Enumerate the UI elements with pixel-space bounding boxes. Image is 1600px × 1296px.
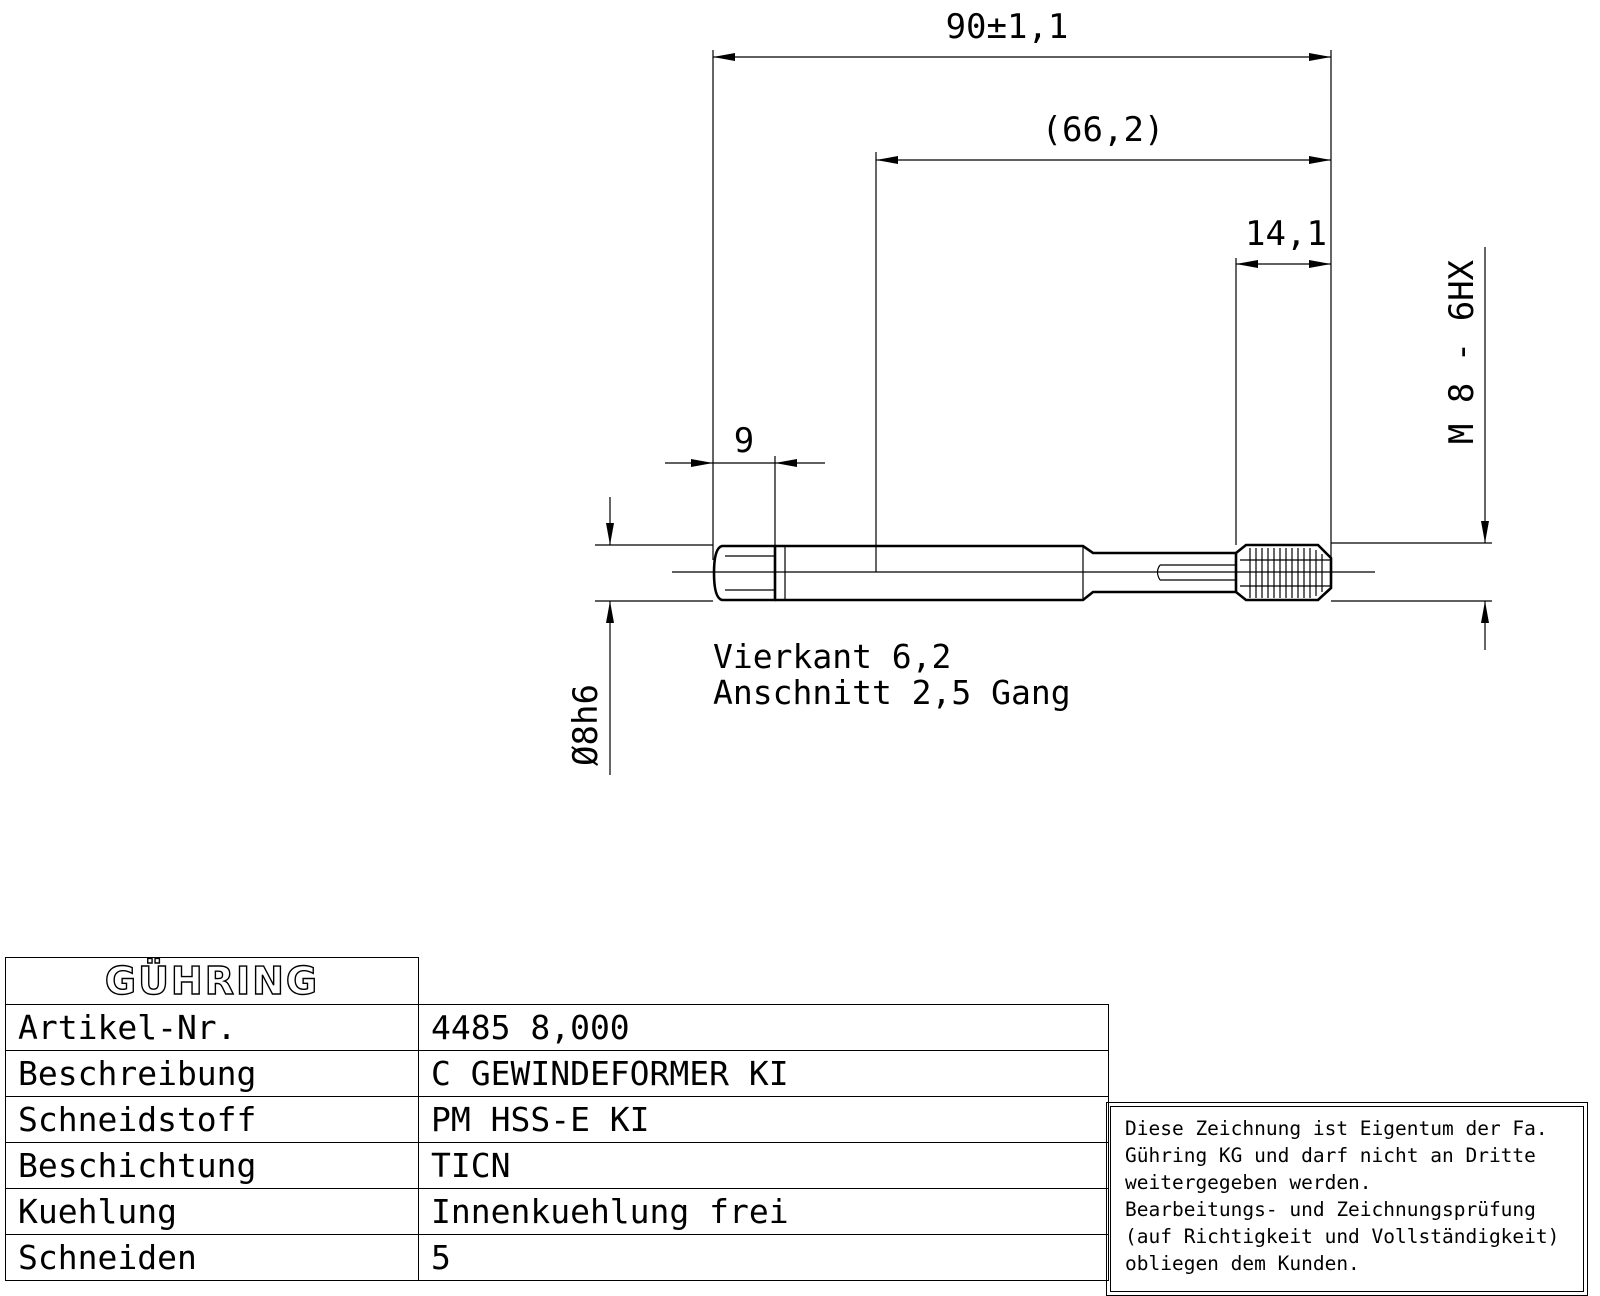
notice-line: obliegen dem Kunden. <box>1125 1252 1360 1275</box>
row-value: Innenkuehlung frei <box>418 1188 1109 1235</box>
row-label: Schneiden <box>5 1234 419 1281</box>
title-block-row: Kuehlung Innenkuehlung frei <box>5 1188 1109 1235</box>
dimension-square-length-label: 9 <box>734 421 754 461</box>
title-block: GÜHRING Artikel-Nr. 4485 8,000 Beschreib… <box>5 957 1109 1281</box>
row-label: Artikel-Nr. <box>5 1004 419 1051</box>
notice-line: Diese Zeichnung ist Eigentum der Fa. <box>1125 1117 1548 1140</box>
dimension-overall-length: 90±1,1 <box>712 7 1332 560</box>
row-value: PM HSS-E KI <box>418 1096 1109 1143</box>
ownership-notice: Diese Zeichnung ist Eigentum der Fa. Güh… <box>1106 1102 1588 1296</box>
dimension-shank-length-label: (66,2) <box>1042 110 1165 150</box>
title-block-row: Schneidstoff PM HSS-E KI <box>5 1096 1109 1143</box>
notice-line: Gühring KG und darf nicht an Dritte <box>1125 1144 1536 1167</box>
company-logo-text: GÜHRING <box>104 958 320 1003</box>
dimension-overall-length-label: 90±1,1 <box>946 7 1069 47</box>
ownership-notice-inner: Diese Zeichnung ist Eigentum der Fa. Güh… <box>1110 1106 1584 1292</box>
dimension-square-length: 9 <box>665 421 825 560</box>
title-block-row: Artikel-Nr. 4485 8,000 <box>5 1004 1109 1051</box>
note-square: Vierkant 6,2 <box>713 637 951 676</box>
row-value: 4485 8,000 <box>418 1004 1109 1051</box>
row-value: C GEWINDEFORMER KI <box>418 1050 1109 1097</box>
dimension-thread-length-label: 14,1 <box>1245 214 1327 254</box>
note-chamfer: Anschnitt 2,5 Gang <box>713 673 1071 712</box>
title-block-logo-row: GÜHRING <box>5 957 1109 1005</box>
thread-pattern <box>1240 548 1331 598</box>
row-label: Schneidstoff <box>5 1096 419 1143</box>
notice-line: weitergegeben werden. <box>1125 1171 1372 1194</box>
title-block-row: Beschichtung TICN <box>5 1142 1109 1189</box>
title-block-row: Beschreibung C GEWINDEFORMER KI <box>5 1050 1109 1097</box>
notice-line: (auf Richtigkeit und Vollständigkeit) <box>1125 1225 1560 1248</box>
dimension-thread-size: M 8 - 6HX <box>1331 247 1492 650</box>
notice-line: Bearbeitungs- und Zeichnungsprüfung <box>1125 1198 1536 1221</box>
dimension-thread-length: 14,1 <box>1235 214 1331 545</box>
tap-tool-body <box>712 543 1333 602</box>
company-logo: GÜHRING <box>5 957 419 1005</box>
dimension-thread-size-label: M 8 - 6HX <box>1442 259 1482 444</box>
dimension-shank-length: (66,2) <box>875 110 1331 572</box>
row-value: 5 <box>418 1234 1109 1281</box>
dimension-shank-diameter-label: Ø8h6 <box>566 684 606 766</box>
row-label: Kuehlung <box>5 1188 419 1235</box>
row-value: TICN <box>418 1142 1109 1189</box>
row-label: Beschichtung <box>5 1142 419 1189</box>
title-block-row: Schneiden 5 <box>5 1234 1109 1281</box>
dimension-shank-diameter: Ø8h6 <box>566 497 713 775</box>
row-label: Beschreibung <box>5 1050 419 1097</box>
